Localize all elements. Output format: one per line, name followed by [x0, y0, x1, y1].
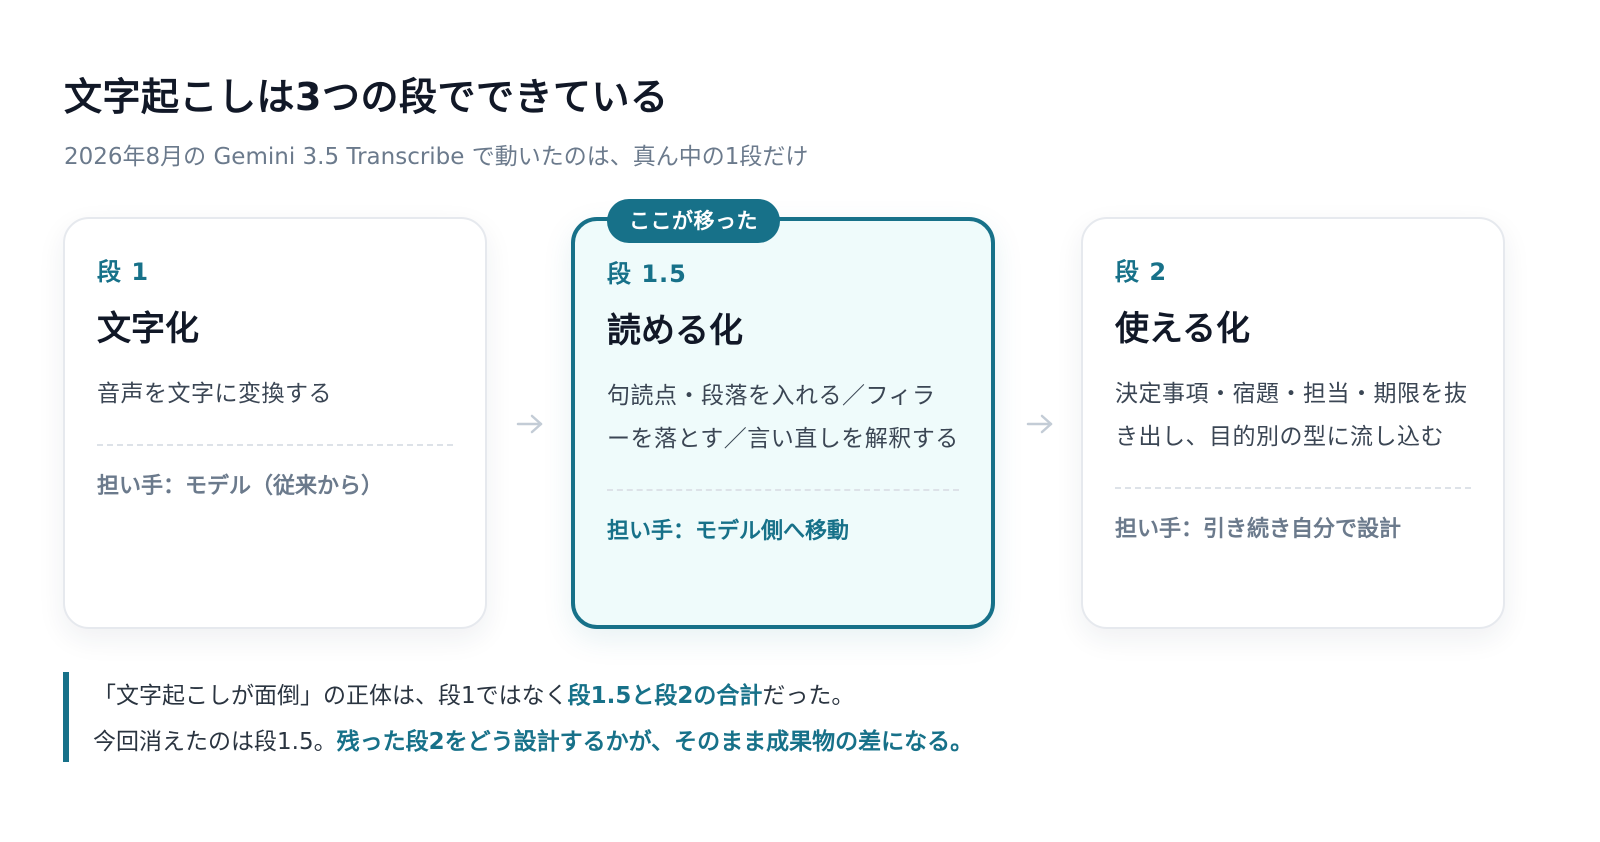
callout-accent-bar	[63, 672, 69, 762]
stage-owner: 担い手：引き続き自分で設計	[1115, 517, 1402, 542]
page-title: 文字起こしは3つの段でできている	[64, 75, 669, 119]
summary-emphasis: 残った段2をどう設計するかが、そのまま成果物の差になる。	[336, 729, 974, 755]
stage-divider	[97, 444, 453, 446]
stage-card-2: 段 2 使える化 決定事項・宿題・担当・期限を抜き出し、目的別の型に流し込む 担…	[1081, 217, 1505, 629]
stage-number: 段 1	[97, 258, 150, 286]
stage-number: 段 1.5	[607, 260, 687, 288]
stage-name: 使える化	[1115, 309, 1250, 349]
stage-card-1-5-highlighted: 段 1.5 読める化 句読点・段落を入れる／フィラーを落とす／言い直しを解釈する…	[571, 217, 995, 629]
stage-description: 音声を文字に変換する	[97, 381, 332, 407]
summary-emphasis: 段1.5と段2の合計	[567, 683, 763, 709]
stage-number: 段 2	[1115, 258, 1168, 286]
stage-card-1: 段 1 文字化 音声を文字に変換する 担い手：モデル（従来から）	[63, 217, 487, 629]
stage-name: 文字化	[97, 309, 199, 349]
stage-divider	[607, 489, 959, 491]
stage-description: 句読点・段落を入れる／フィラーを落とす／言い直しを解釈する	[607, 383, 959, 452]
stage-divider	[1115, 487, 1471, 489]
summary-text: 今回消えたのは段1.5。	[93, 729, 337, 755]
summary-text: だった。	[762, 683, 855, 709]
stage-owner: 担い手：モデル側へ移動	[607, 519, 850, 544]
summary-text: 「文字起こしが面倒」の正体は、段1ではなく	[93, 683, 568, 709]
moved-badge: ここが移った	[607, 199, 780, 243]
summary-line-2: 今回消えたのは段1.5。残った段2をどう設計するかが、そのまま成果物の差になる。	[93, 722, 973, 756]
page-subtitle: 2026年8月の Gemini 3.5 Transcribe で動いたのは、真ん…	[64, 144, 809, 170]
stage-owner: 担い手：モデル（従来から）	[97, 474, 384, 499]
summary-callout: 「文字起こしが面倒」の正体は、段1ではなく段1.5と段2の合計だった。 今回消え…	[63, 672, 1263, 762]
summary-line-1: 「文字起こしが面倒」の正体は、段1ではなく段1.5と段2の合計だった。	[93, 676, 854, 710]
arrow-right-icon	[516, 414, 543, 434]
arrow-right-icon	[1026, 414, 1053, 434]
stage-description: 決定事項・宿題・担当・期限を抜き出し、目的別の型に流し込む	[1115, 381, 1468, 450]
stage-name: 読める化	[607, 311, 743, 351]
